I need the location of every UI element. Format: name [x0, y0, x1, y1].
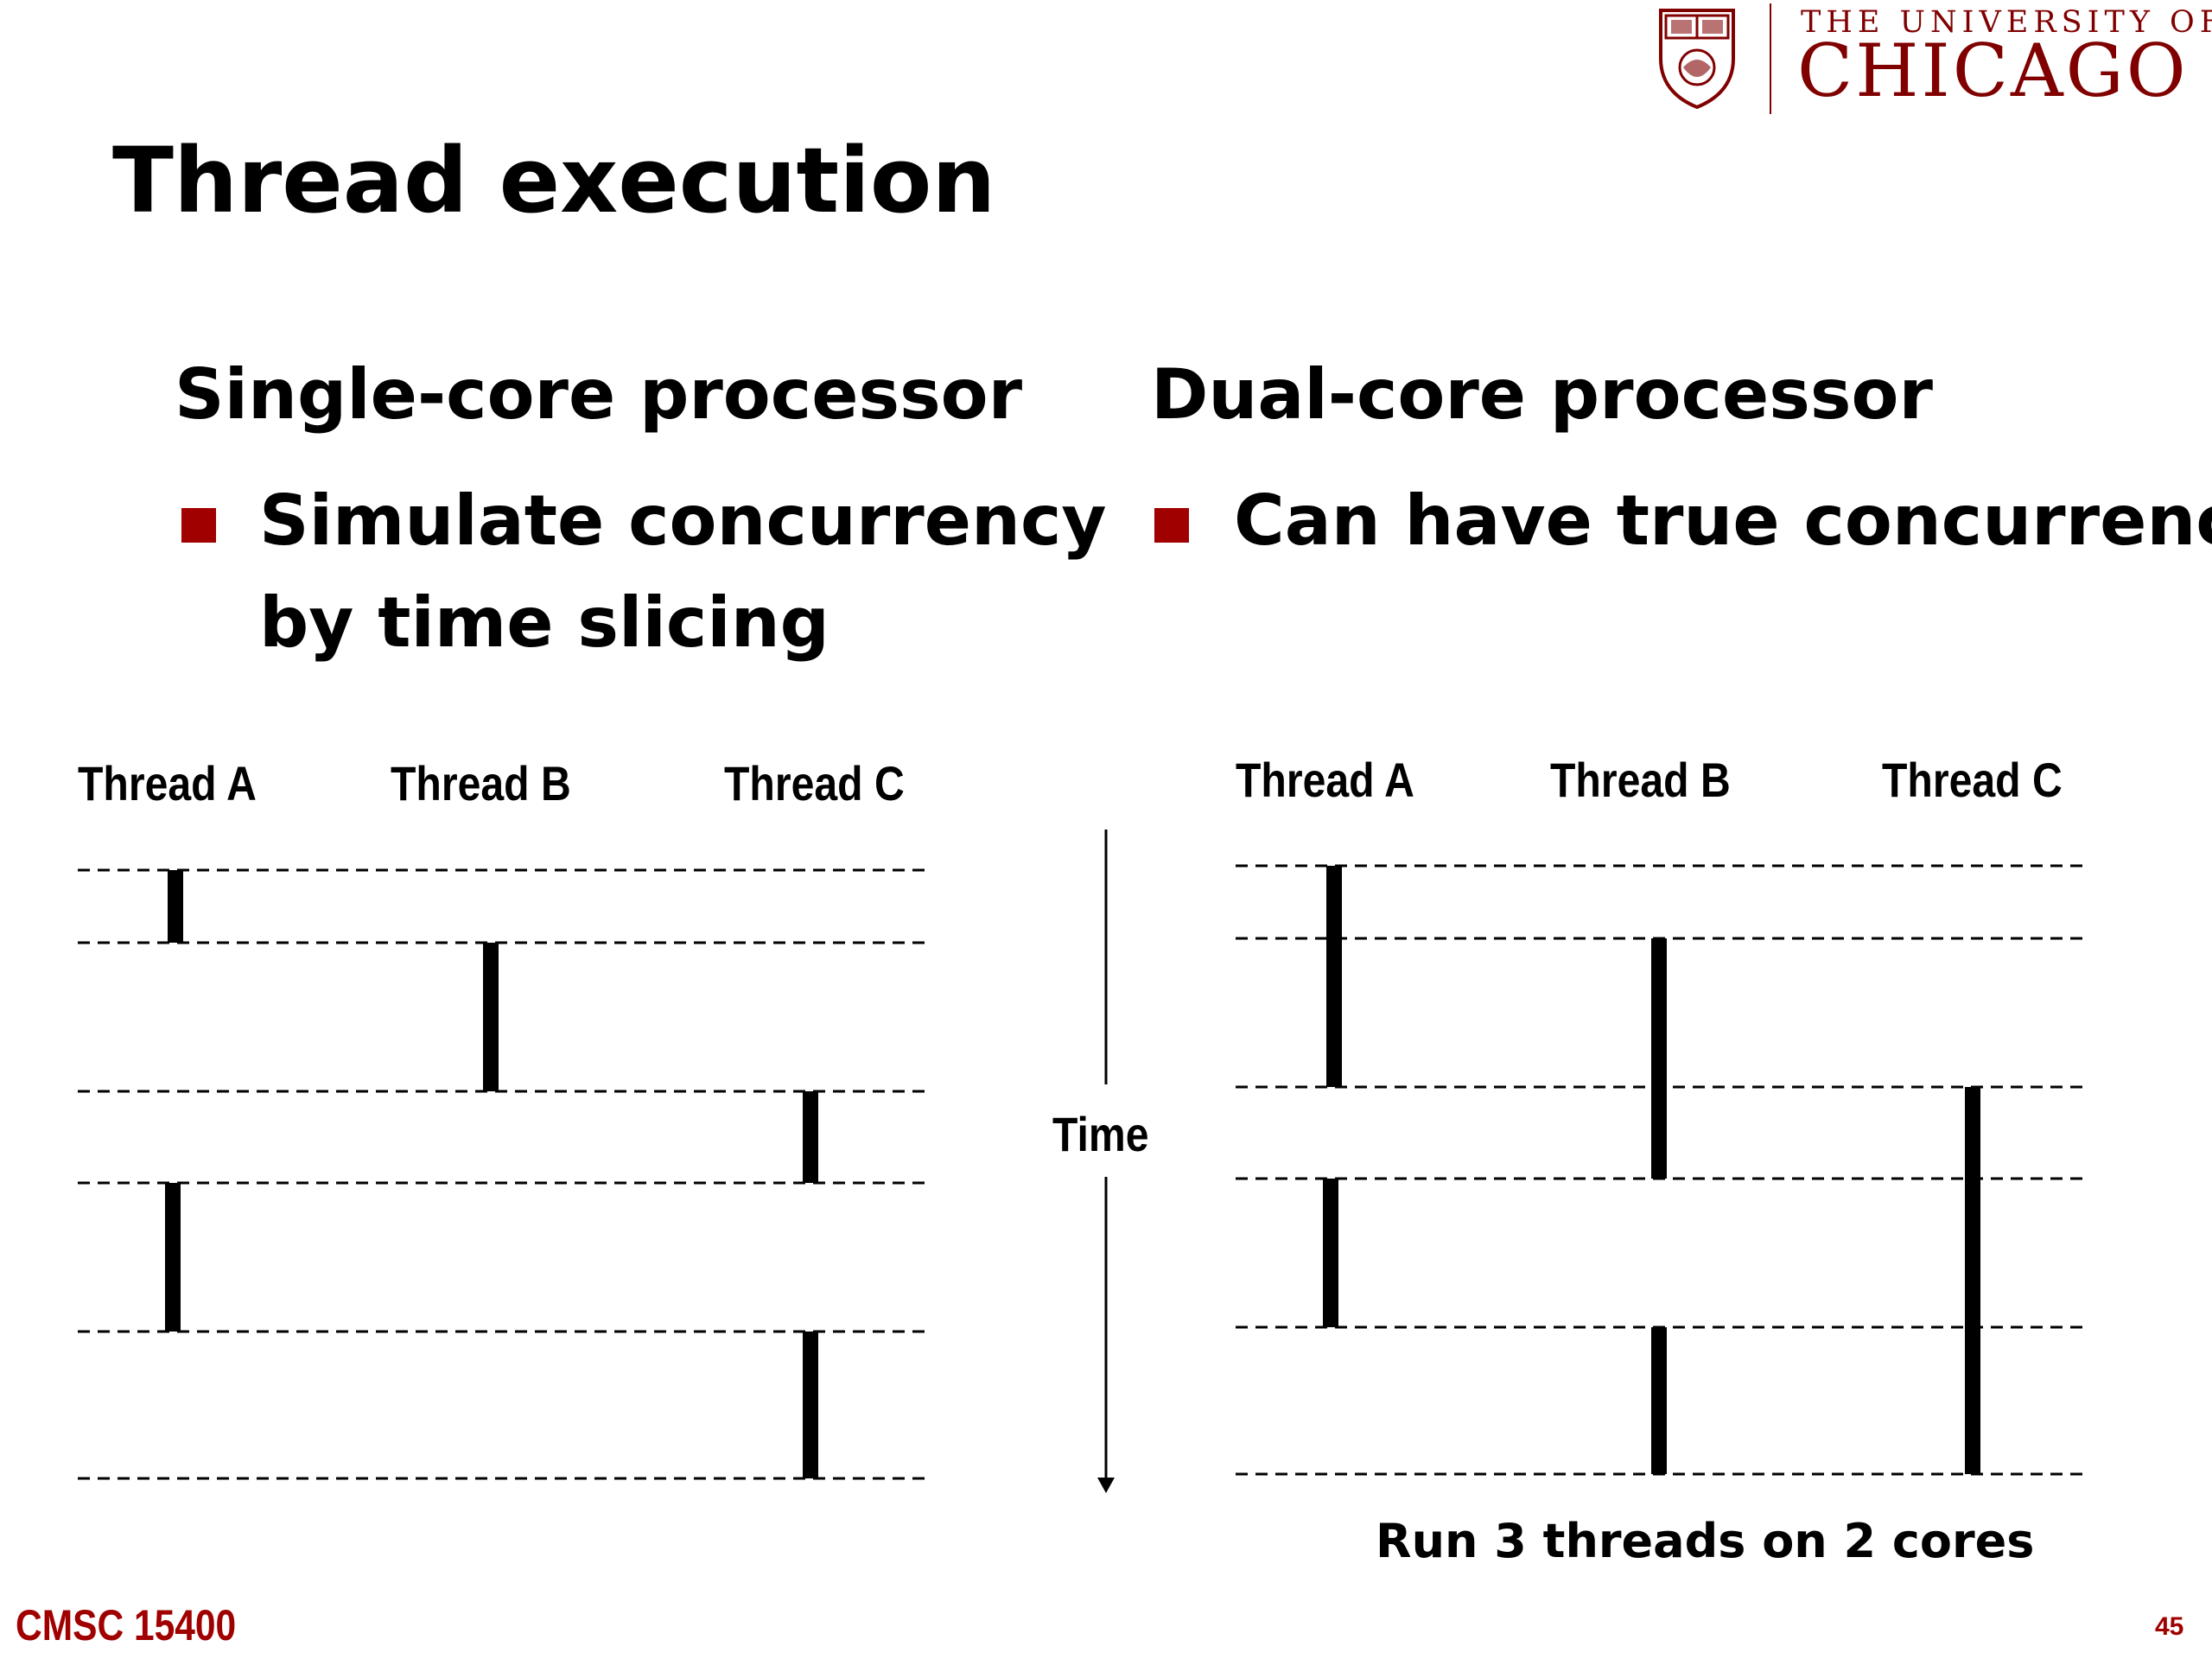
right-thread-c-slice [1965, 1087, 1980, 1474]
left-thread-a-slice [165, 1183, 181, 1332]
right-thread-a-slice [1326, 866, 1342, 1087]
left-thread-c-label: Thread C [724, 756, 905, 810]
dual-core-heading: Dual-core processor [1151, 354, 1933, 435]
logo-chicago-text: CHICAGO [1797, 29, 2189, 113]
left-thread-b-label: Thread B [391, 756, 571, 810]
single-core-bullet-line2: by time slicing [259, 582, 830, 663]
time-axis-label: Time [1052, 1107, 1149, 1161]
dual-core-caption: Run 3 threads on 2 cores [1376, 1514, 2035, 1568]
university-shield-icon [1659, 9, 1735, 109]
single-core-bullet-line1: Simulate concurrency [259, 480, 1107, 561]
right-thread-b-label: Thread B [1550, 753, 1731, 807]
bullet-square-icon [1154, 508, 1189, 543]
slide-title: Thread execution [112, 128, 996, 233]
page-number: 45 [2155, 1612, 2184, 1641]
bullet-square-icon [181, 508, 216, 543]
right-thread-c-label: Thread C [1882, 753, 2063, 807]
single-core-heading: Single-core processor [175, 354, 1023, 435]
left-thread-a-slice [168, 870, 183, 943]
left-thread-a-label: Thread A [78, 756, 257, 810]
left-thread-c-slice [803, 1091, 818, 1183]
left-thread-b-slice [483, 943, 499, 1091]
right-thread-b-slice [1651, 938, 1667, 1179]
logo-divider [1770, 3, 1771, 114]
right-thread-a-slice [1323, 1179, 1338, 1327]
time-arrow-head [1097, 1478, 1115, 1493]
logo-university-text: THE UNIVERSITY OF [1801, 5, 2212, 40]
dual-core-bullet-line1: Can have true concurrency [1234, 480, 2212, 561]
course-code: CMSC 15400 [16, 1601, 237, 1649]
left-thread-c-slice [803, 1332, 818, 1478]
right-thread-a-label: Thread A [1236, 753, 1414, 807]
right-thread-b-slice [1651, 1327, 1667, 1474]
